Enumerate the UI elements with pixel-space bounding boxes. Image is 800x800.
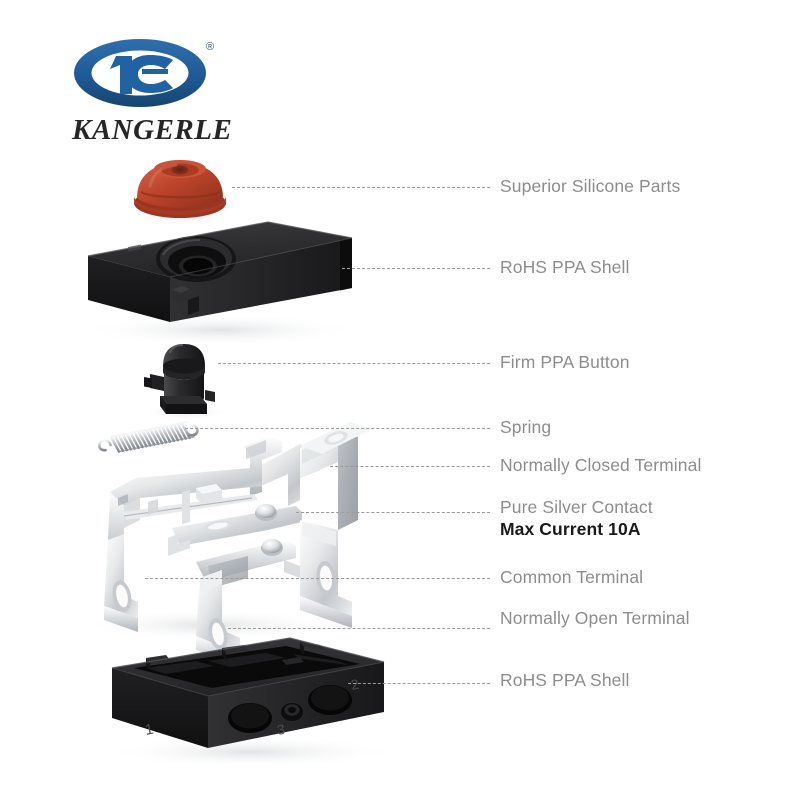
- leader-line-nc-terminal: [330, 466, 490, 467]
- callout-label-spring: Spring: [500, 417, 552, 437]
- leader-line-silver-contact: [296, 512, 490, 513]
- callout-label-max-current: Max Current 10A: [500, 519, 641, 539]
- part-ppa-button: [142, 343, 230, 420]
- callout-label-silicone-boot: Superior Silicone Parts: [500, 176, 681, 196]
- part-spring: [98, 421, 199, 453]
- leader-line-silicone-boot: [232, 187, 490, 188]
- callout-label-button: Firm PPA Button: [500, 352, 630, 372]
- leader-line-top-shell: [342, 268, 490, 269]
- registered-trademark-icon: ®: [206, 41, 215, 53]
- brand-logo: ® KANGERLE: [72, 36, 302, 148]
- marking-1: 1: [144, 721, 155, 739]
- callout-label-bottom-shell: RoHS PPA Shell: [500, 670, 630, 690]
- callout-label-silver-contact: Pure Silver Contact: [500, 497, 653, 517]
- marking-3: 3: [276, 721, 287, 738]
- brand-name: KANGERLE: [72, 114, 233, 146]
- part-bottom-shell: 1 3 2: [100, 637, 400, 768]
- callout-label-no-terminal: Normally Open Terminal: [500, 608, 690, 628]
- leader-line-bottom-shell: [348, 683, 490, 684]
- part-normally-open-terminal: [284, 520, 352, 628]
- part-top-shell: [80, 221, 360, 346]
- kangerle-ellipse-k-logo: [72, 36, 208, 110]
- part-contact-frame: [104, 468, 262, 632]
- callout-label-top-shell: RoHS PPA Shell: [500, 257, 630, 277]
- leader-line-common-terminal: [145, 578, 490, 579]
- part-metal-terminal-assembly: [80, 422, 372, 668]
- part-silicone-boot: [127, 160, 235, 227]
- leader-line-button: [218, 363, 490, 364]
- part-normally-closed-terminal: [244, 422, 372, 530]
- callout-label-common-terminal: Common Terminal: [500, 567, 644, 587]
- marking-2: 2: [350, 676, 361, 693]
- leader-line-no-terminal: [228, 628, 490, 629]
- leader-line-spring: [185, 428, 490, 429]
- callout-label-nc-terminal: Normally Closed Terminal: [500, 455, 702, 475]
- part-pure-silver-contact: [168, 504, 302, 588]
